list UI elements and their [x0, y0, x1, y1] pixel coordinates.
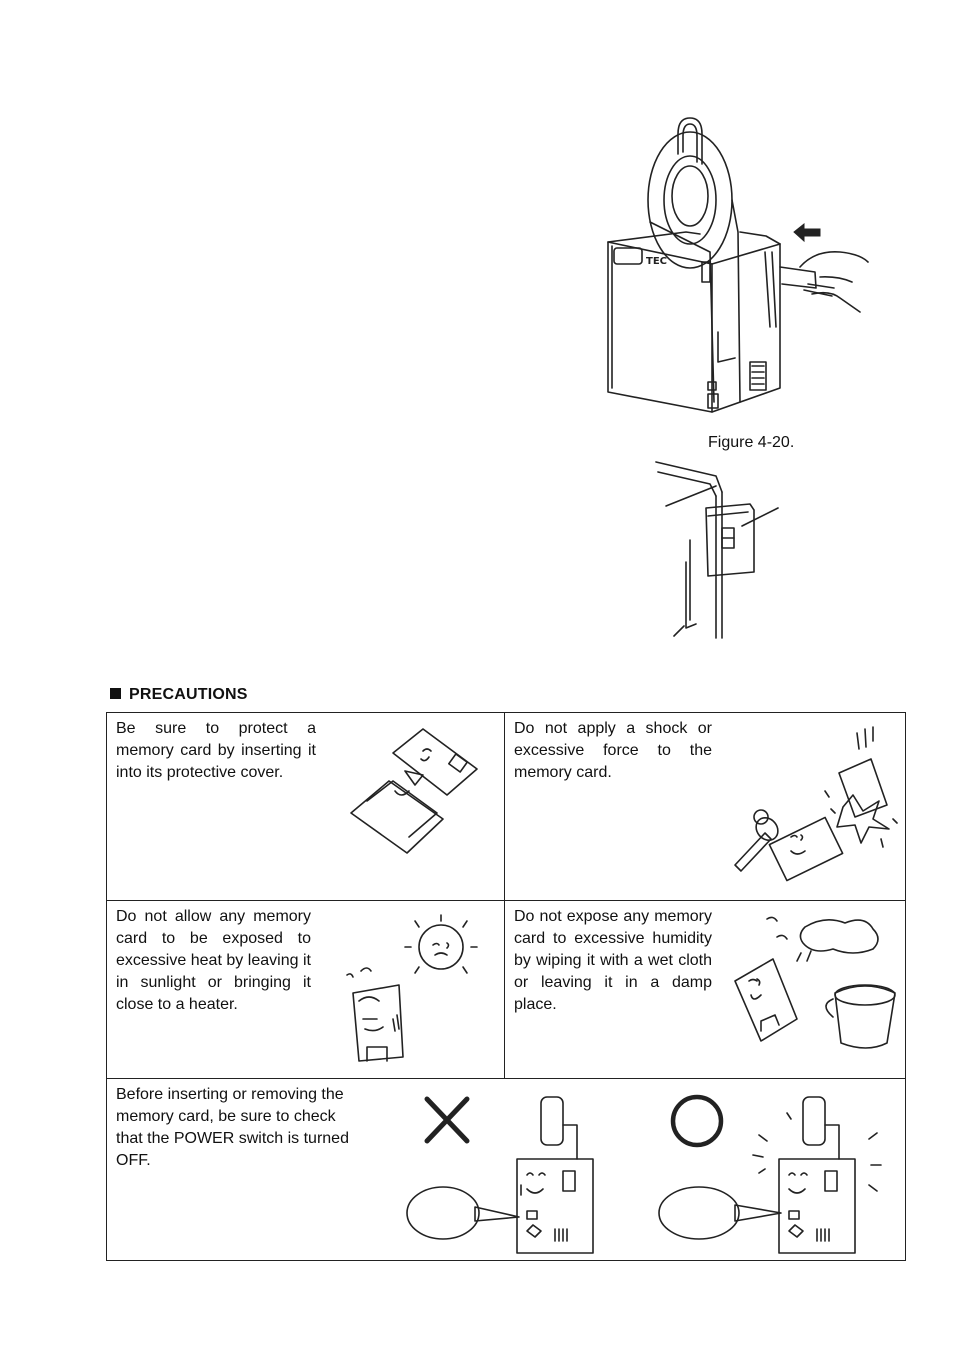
sun-heat-icon [337, 911, 497, 1071]
precaution-text: Do not apply a shock or excessive force … [514, 720, 712, 781]
off-label: OFF [673, 1203, 722, 1228]
printer-brand-label: TEC [646, 256, 667, 267]
precaution-cell-shock: Do not apply a shock or excessive force … [504, 712, 906, 901]
printer-figure: TEC [590, 112, 880, 442]
precaution-text: Be sure to protect a memory card by inse… [116, 720, 316, 781]
on-label: ON [425, 1203, 462, 1228]
wrong-power-on-icon: ON [403, 1085, 603, 1257]
protective-cover-icon [343, 723, 483, 863]
card-slot-figure [650, 456, 790, 642]
precautions-title: PRECAUTIONS [129, 686, 248, 703]
precaution-cell-humidity: Do not expose any memory card to excessi… [504, 900, 906, 1079]
precaution-text: Do not allow any memory card to be expos… [116, 908, 311, 1013]
precaution-cell-power-switch: Before inserting or removing the memory … [106, 1078, 906, 1261]
precautions-heading: PRECAUTIONS [110, 686, 248, 704]
precaution-cell-heat: Do not allow any memory card to be expos… [106, 900, 505, 1079]
table-row: Do not allow any memory card to be expos… [106, 900, 906, 1079]
bullet-square-icon [110, 688, 121, 699]
table-row: Be sure to protect a memory card by inse… [106, 712, 906, 901]
precautions-table: Be sure to protect a memory card by inse… [106, 712, 906, 1261]
precaution-text: Do not expose any memory card to excessi… [514, 908, 712, 1013]
figure-caption: Figure 4-20. [708, 434, 795, 451]
correct-power-off-icon: OFF [655, 1085, 895, 1257]
humidity-icon [727, 911, 902, 1071]
table-row: Before inserting or removing the memory … [106, 1078, 906, 1261]
precaution-text: Before inserting or removing the memory … [116, 1086, 349, 1169]
hammer-shock-icon [721, 719, 901, 889]
precaution-cell-protective-cover: Be sure to protect a memory card by inse… [106, 712, 505, 901]
